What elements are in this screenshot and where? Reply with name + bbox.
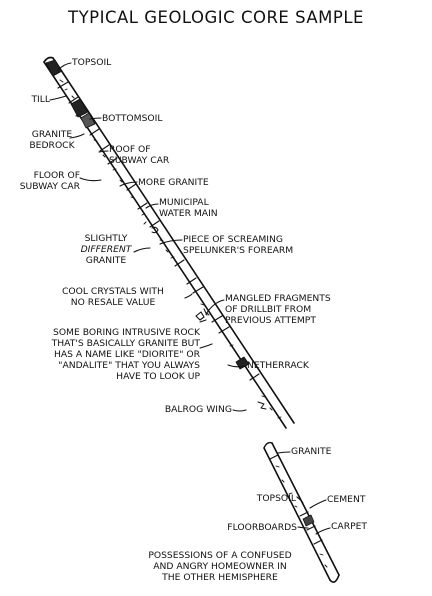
- label-possessions: POSSESSIONS OF A CONFUSED AND ANGRY HOME…: [130, 550, 310, 583]
- label-water-line1: MUNICIPAL: [159, 197, 209, 208]
- label-boring-line4: "ANDALITE" THAT YOU ALWAYS: [58, 360, 200, 371]
- label-boring-line2: THAT'S BASICALLY GRANITE BUT: [51, 338, 200, 349]
- label-boring-line1: SOME BORING INTRUSIVE ROCK: [52, 327, 200, 338]
- forearm-sketch: [151, 226, 159, 234]
- label-floorboards: FLOORBOARDS: [227, 522, 297, 533]
- label-bottomsoil: BOTTOMSOIL: [102, 113, 163, 124]
- label-floor-line1: FLOOR OF: [33, 170, 80, 181]
- label-boring-line5: HAVE TO LOOK UP: [116, 371, 200, 382]
- label-balrog-wing: BALROG WING: [164, 404, 232, 415]
- core-lower-segment: [263, 441, 340, 583]
- label-floor-line2: SUBWAY CAR: [19, 181, 80, 192]
- label-more-granite: MORE GRANITE: [138, 177, 209, 188]
- label-crystals-line1: COOL CRYSTALS WITH: [62, 286, 164, 297]
- label-netherrack: NETHERRACK: [247, 360, 309, 371]
- label-drillbit-line3: PREVIOUS ATTEMPT: [225, 315, 316, 326]
- label-water-main: MUNICIPAL WATER MAIN: [159, 197, 218, 219]
- label-forearm-line1: PIECE OF SCREAMING: [183, 234, 283, 245]
- label-water-line2: WATER MAIN: [159, 208, 218, 219]
- label-floor-subway: FLOOR OF SUBWAY CAR: [10, 170, 80, 192]
- label-granite-bedrock: GRANITE BEDROCK: [22, 129, 82, 151]
- label-slightly: SLIGHTLY: [84, 233, 128, 244]
- comic-title: TYPICAL GEOLOGIC CORE SAMPLE: [68, 8, 364, 27]
- label-possessions-line1: POSSESSIONS OF A CONFUSED: [148, 550, 292, 561]
- dark-layers: [45, 59, 315, 527]
- label-roof-subway: ROOF OF SUBWAY CAR: [109, 144, 169, 166]
- leader-lines: [49, 62, 331, 535]
- label-roof-line2: SUBWAY CAR: [109, 155, 170, 166]
- label-carpet: CARPET: [331, 521, 368, 532]
- label-granite-bedrock-line1: GRANITE: [31, 129, 73, 140]
- label-possessions-line3: THE OTHER HEMISPHERE: [162, 572, 278, 583]
- drillbit-fragments: [195, 308, 208, 323]
- label-cement: CEMENT: [327, 494, 366, 505]
- label-possessions-line2: AND ANGRY HOMEOWNER IN: [153, 561, 287, 572]
- label-boring-intrusive-rock: SOME BORING INTRUSIVE ROCK THAT'S BASICA…: [12, 327, 200, 382]
- label-different: DIFFERENT: [80, 244, 132, 255]
- label-spelunker-forearm: PIECE OF SCREAMING SPELUNKER'S FOREARM: [183, 234, 293, 256]
- label-topsoil-lower: TOPSOIL: [256, 493, 296, 504]
- label-till: TILL: [31, 94, 50, 105]
- label-topsoil: TOPSOIL: [72, 57, 112, 68]
- label-drillbit-line1: MANGLED FRAGMENTS: [225, 293, 331, 304]
- rock-texture: [59, 79, 328, 568]
- label-forearm-line2: SPELUNKER'S FOREARM: [183, 245, 294, 256]
- label-drillbit-fragments: MANGLED FRAGMENTS OF DRILLBIT FROM PREVI…: [225, 293, 331, 326]
- label-granite-diff: GRANITE: [85, 255, 127, 266]
- balrog-wing-sketch: [257, 401, 267, 410]
- label-slightly-different-granite: SLIGHTLY DIFFERENT GRANITE: [76, 233, 136, 266]
- label-drillbit-line2: OF DRILLBIT FROM: [225, 304, 312, 315]
- label-granite-lower: GRANITE: [291, 446, 332, 457]
- label-granite-bedrock-line2: BEDROCK: [29, 140, 75, 151]
- label-crystals-line2: NO RESALE VALUE: [70, 297, 156, 308]
- label-boring-line3: HAS A NAME LIKE "DIORITE" OR: [53, 349, 200, 360]
- label-roof-line1: ROOF OF: [109, 144, 151, 155]
- label-cool-crystals: COOL CRYSTALS WITH NO RESALE VALUE: [40, 286, 186, 308]
